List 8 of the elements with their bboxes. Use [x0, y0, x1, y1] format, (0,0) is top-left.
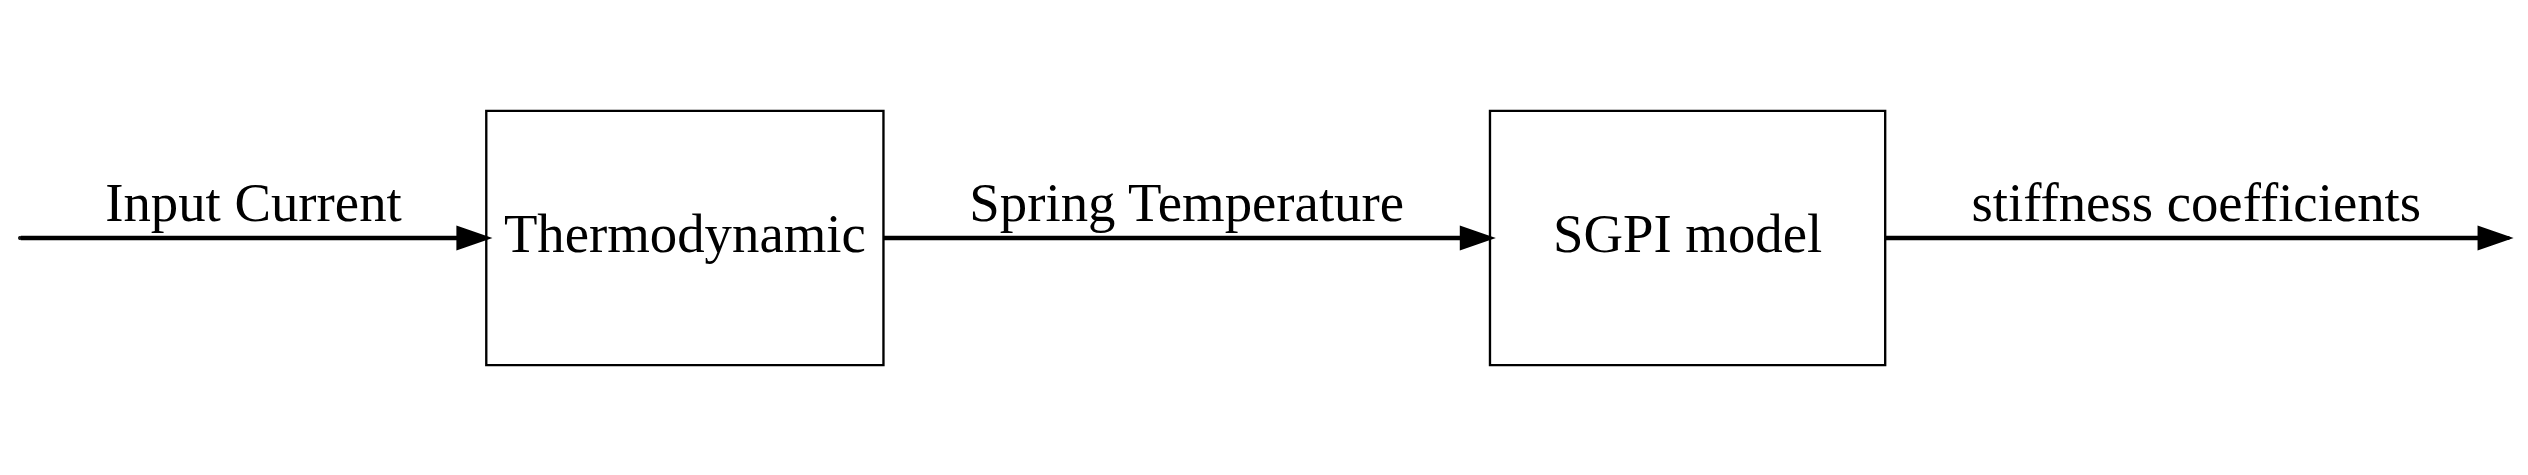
arrow [20, 224, 493, 251]
arrow [883, 224, 1496, 251]
edge-label: stiffness coefficients [1971, 171, 2422, 233]
edge-label: Input Current [105, 171, 402, 233]
node-box: SGPI model [1488, 109, 1887, 366]
arrow [1885, 224, 2514, 251]
node-box: Thermodynamic [485, 109, 885, 366]
edge-label: Spring Temperature [969, 171, 1405, 233]
